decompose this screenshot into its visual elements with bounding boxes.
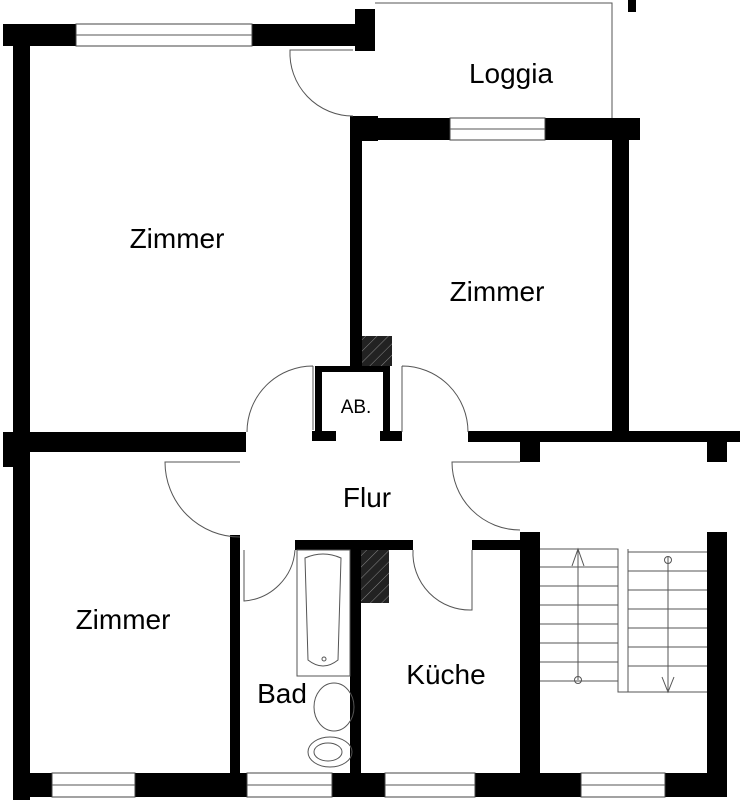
bathtub [296, 549, 351, 677]
walls [3, 0, 740, 800]
room-label-flur: Flur [343, 482, 391, 513]
room-label-bad: Bad [257, 678, 307, 709]
sink [313, 682, 355, 732]
doors [164, 49, 521, 611]
chimney-flue [362, 336, 392, 366]
room-label-zimmer: Zimmer [76, 604, 171, 635]
room-label-kueche: Küche [406, 659, 485, 690]
room-label-abstellraum: AB. [341, 397, 372, 418]
room-label-loggia: Loggia [469, 58, 554, 89]
chimney-flue [361, 550, 389, 603]
room-label-zimmer: Zimmer [130, 223, 225, 254]
toilet [307, 736, 353, 768]
bathroom-fixtures [296, 549, 355, 768]
room-label-zimmer: Zimmer [450, 276, 545, 307]
windows [51, 23, 666, 798]
staircase [540, 547, 707, 694]
